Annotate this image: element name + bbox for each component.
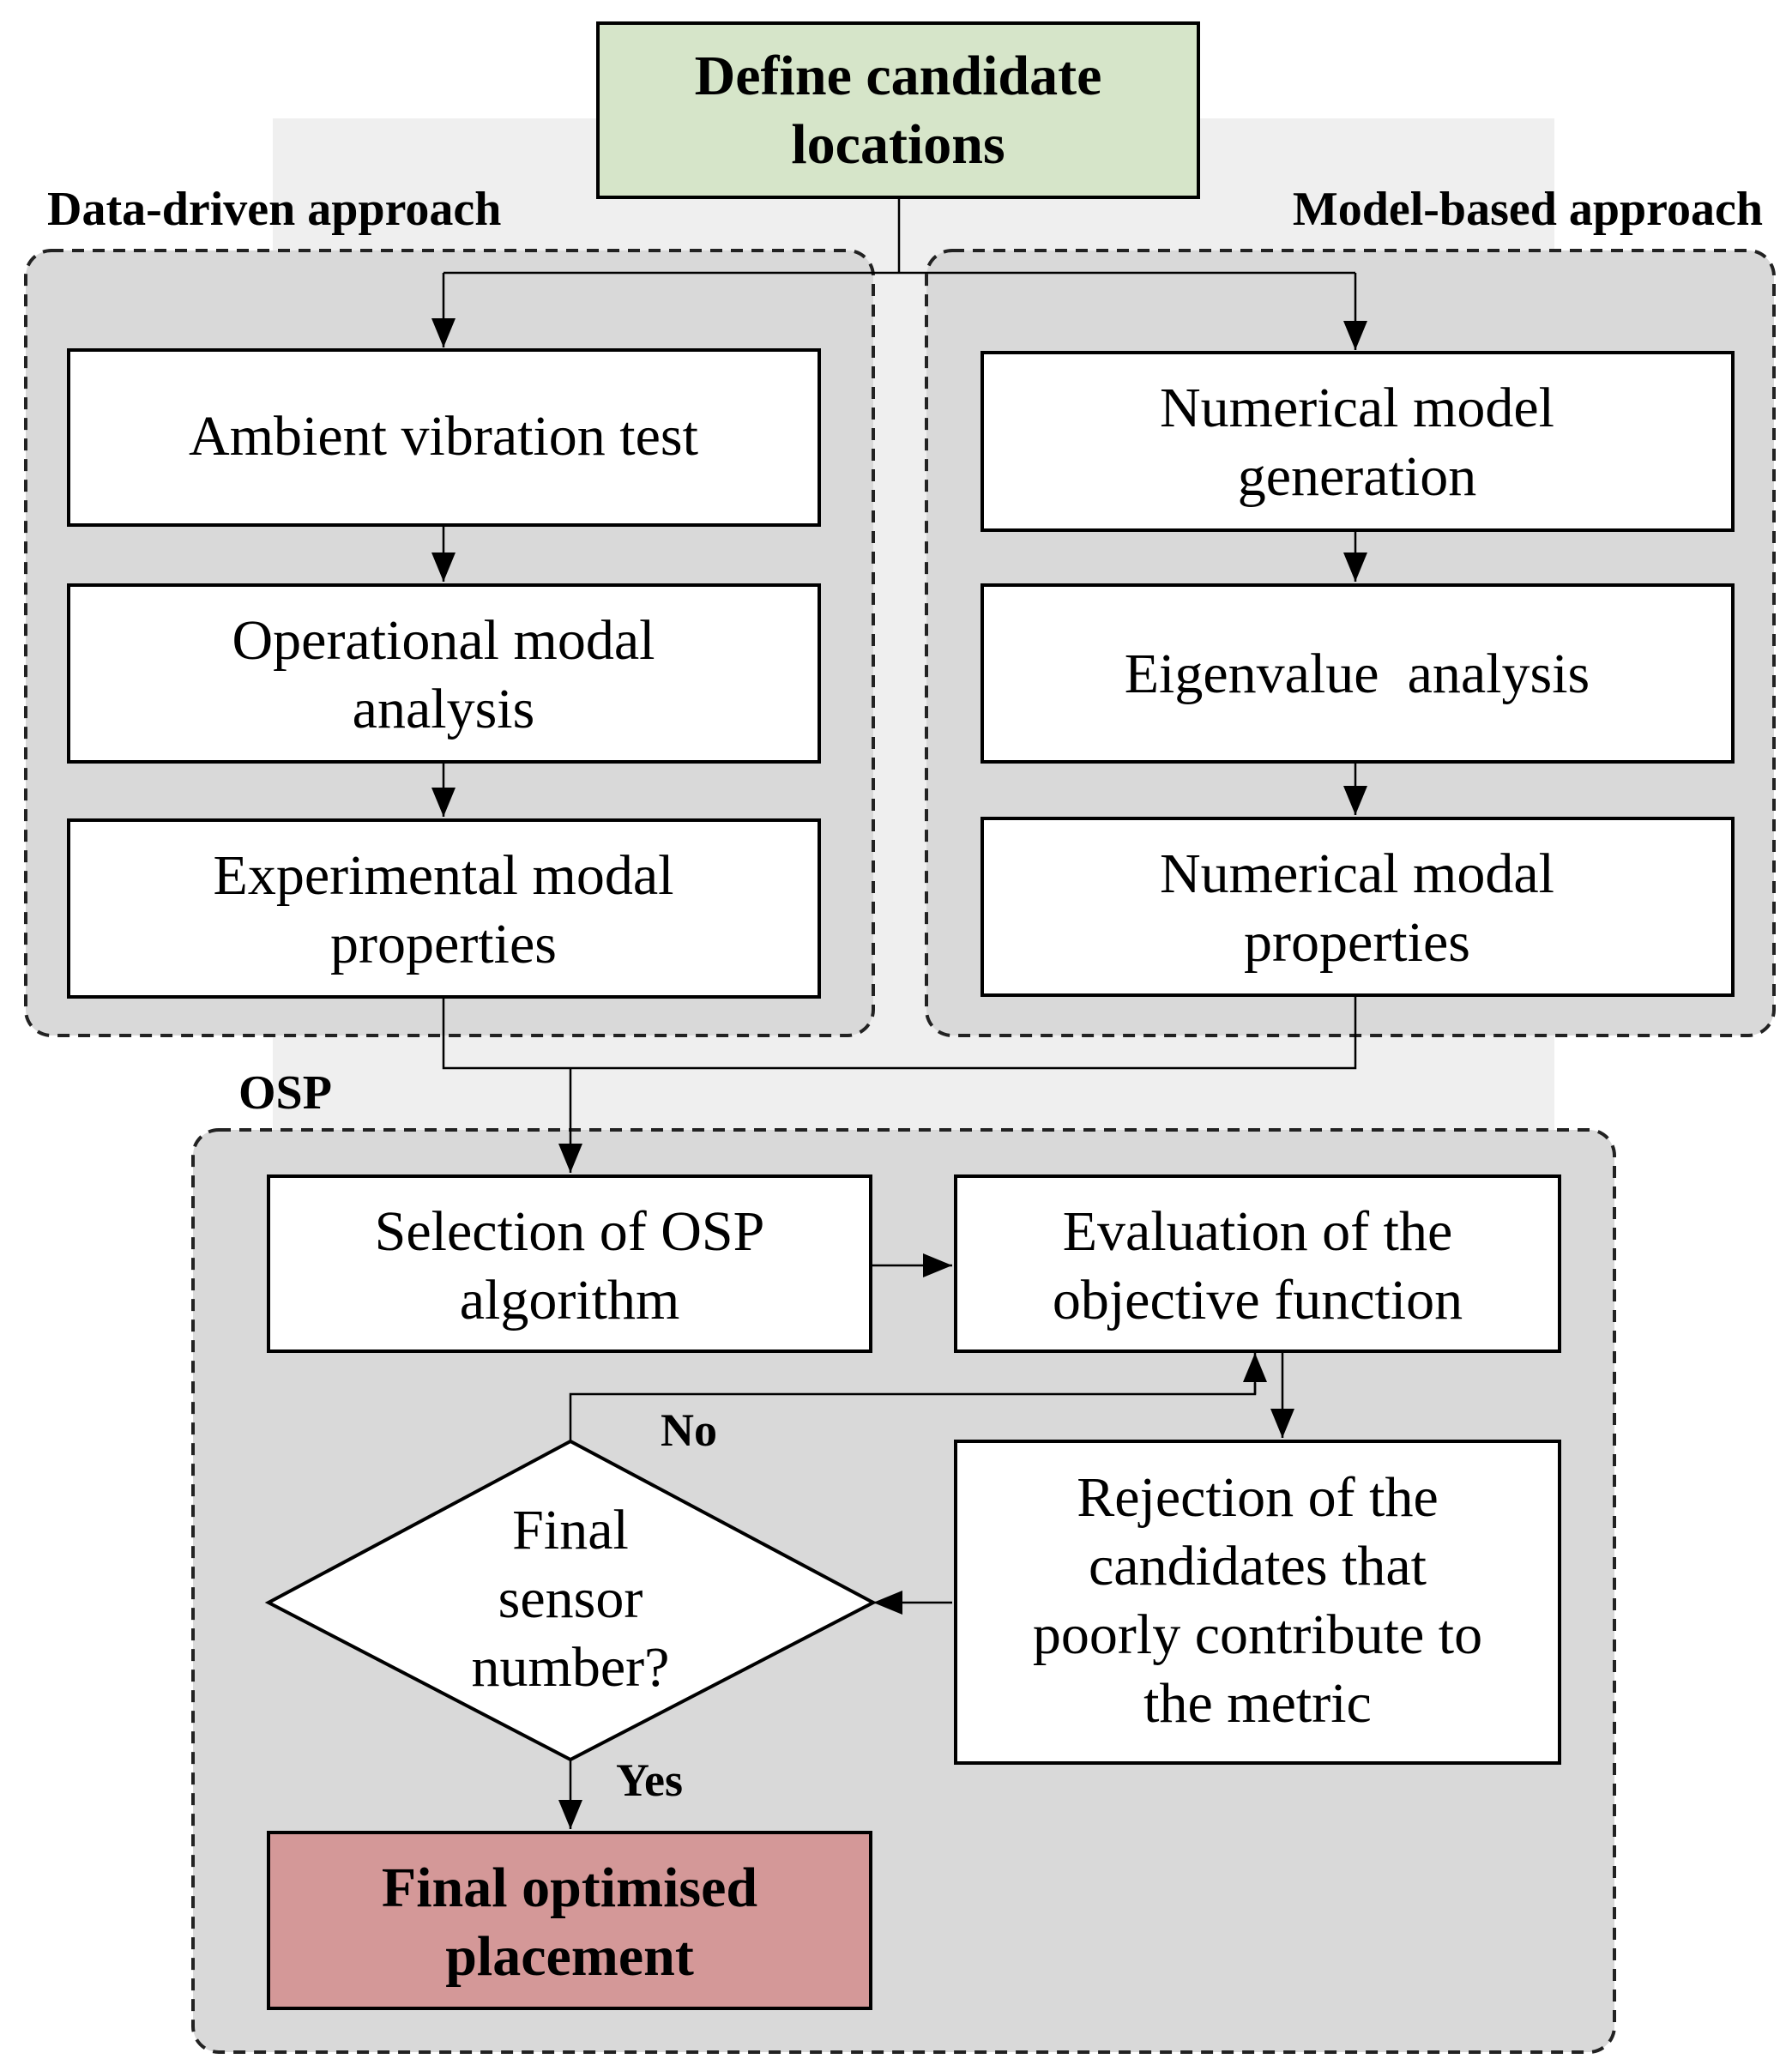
decision-line-2: sensor	[498, 1567, 643, 1630]
numerical-props-line-2: properties	[1244, 911, 1470, 974]
oma-line-2: analysis	[353, 678, 535, 740]
define-candidate-node: Define candidate locations	[596, 21, 1200, 199]
selection-line-2: algorithm	[460, 1269, 680, 1331]
final-placement-node: Final optimised placement	[267, 1831, 872, 2010]
no-label: No	[661, 1404, 717, 1456]
define-line-2: locations	[791, 113, 1005, 176]
selection-line-1: Selection of OSP	[375, 1200, 765, 1263]
experimental-line-2: properties	[330, 913, 557, 975]
rejection-line-4: the metric	[1143, 1672, 1372, 1735]
rejection-line-1: Rejection of the	[1077, 1466, 1439, 1529]
numerical-props-node: Numerical modal properties	[980, 817, 1735, 997]
rejection-node: Rejection of the candidates that poorly …	[954, 1440, 1561, 1765]
experimental-line-1: Experimental modal	[214, 844, 674, 907]
oma-line-1: Operational modal	[232, 609, 655, 672]
numerical-model-line-1: Numerical model	[1160, 377, 1554, 439]
experimental-node: Experimental modal properties	[67, 818, 821, 999]
evaluation-node: Evaluation of the objective function	[954, 1174, 1561, 1353]
decision-line-3: number?	[472, 1636, 670, 1699]
define-line-1: Define candidate	[695, 45, 1102, 107]
data-driven-title: Data-driven approach	[47, 183, 501, 236]
model-based-title: Model-based approach	[1293, 183, 1763, 236]
connectors	[431, 197, 1367, 1829]
ambient-line-1: Ambient vibration test	[189, 405, 698, 468]
decision-node: Final sensor number?	[264, 1439, 878, 1762]
decision-line-1: Final	[512, 1499, 629, 1561]
numerical-model-node: Numerical model generation	[980, 351, 1735, 532]
osp-title: OSP	[238, 1066, 332, 1120]
eigenvalue-line-1: Eigenvalue analysis	[1125, 643, 1590, 705]
rejection-line-3: poorly contribute to	[1033, 1603, 1482, 1666]
oma-node: Operational modal analysis	[67, 583, 821, 764]
selection-node: Selection of OSP algorithm	[267, 1174, 872, 1353]
evaluation-line-1: Evaluation of the	[1063, 1200, 1453, 1263]
evaluation-line-2: objective function	[1053, 1269, 1463, 1331]
ambient-vibration-node: Ambient vibration test	[67, 348, 821, 527]
final-line-2: placement	[445, 1925, 694, 1988]
rejection-line-2: candidates that	[1089, 1535, 1427, 1597]
numerical-props-line-1: Numerical modal	[1160, 842, 1554, 905]
yes-label: Yes	[616, 1754, 683, 1806]
eigenvalue-node: Eigenvalue analysis	[980, 583, 1735, 764]
final-line-1: Final optimised	[382, 1857, 757, 1919]
numerical-model-line-2: generation	[1238, 445, 1477, 508]
